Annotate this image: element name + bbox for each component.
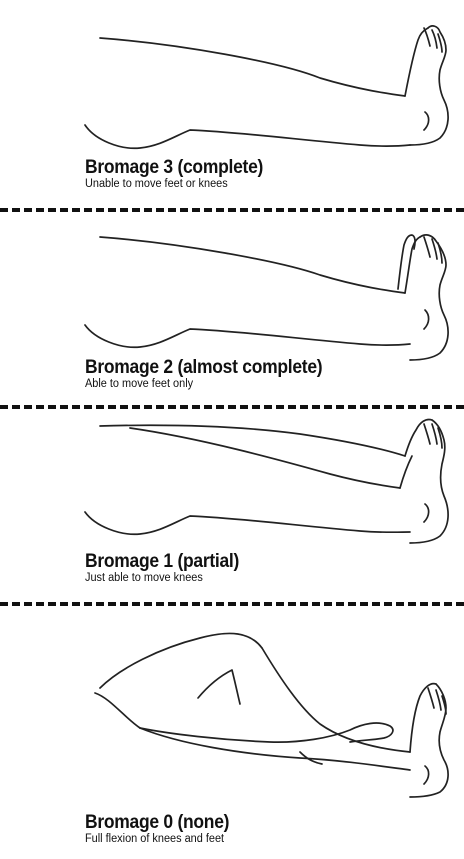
bromage-0-title: Bromage 0 (none) [85, 813, 229, 833]
leg-straight-feet-still-icon [0, 0, 464, 160]
section-divider [0, 208, 464, 212]
bromage-3-caption: Bromage 3 (complete) Unable to move feet… [85, 158, 279, 191]
bromage-3-panel: Bromage 3 (complete) Unable to move feet… [0, 0, 464, 205]
bromage-0-caption: Bromage 0 (none) Full flexion of knees a… [85, 813, 242, 846]
leg-knee-slightly-raised-icon [0, 412, 464, 572]
bromage-1-title: Bromage 1 (partial) [85, 552, 239, 572]
section-divider [0, 602, 464, 606]
bromage-1-caption: Bromage 1 (partial) Just able to move kn… [85, 552, 252, 585]
bromage-2-panel: Bromage 2 (almost complete) Able to move… [0, 215, 464, 405]
bromage-0-subtitle: Full flexion of knees and feet [85, 833, 234, 846]
section-divider [0, 405, 464, 409]
bromage-1-panel: Bromage 1 (partial) Just able to move kn… [0, 412, 464, 602]
leg-straight-feet-moving-icon [0, 215, 464, 375]
bromage-2-subtitle: Able to move feet only [85, 378, 330, 391]
bromage-0-panel: Bromage 0 (none) Full flexion of knees a… [0, 608, 464, 859]
bromage-3-title: Bromage 3 (complete) [85, 158, 263, 178]
leg-fully-flexed-icon [0, 608, 464, 808]
bromage-2-caption: Bromage 2 (almost complete) Able to move… [85, 358, 343, 391]
bromage-1-subtitle: Just able to move knees [85, 572, 244, 585]
bromage-2-title: Bromage 2 (almost complete) [85, 358, 322, 378]
bromage-3-subtitle: Unable to move feet or knees [85, 178, 269, 191]
